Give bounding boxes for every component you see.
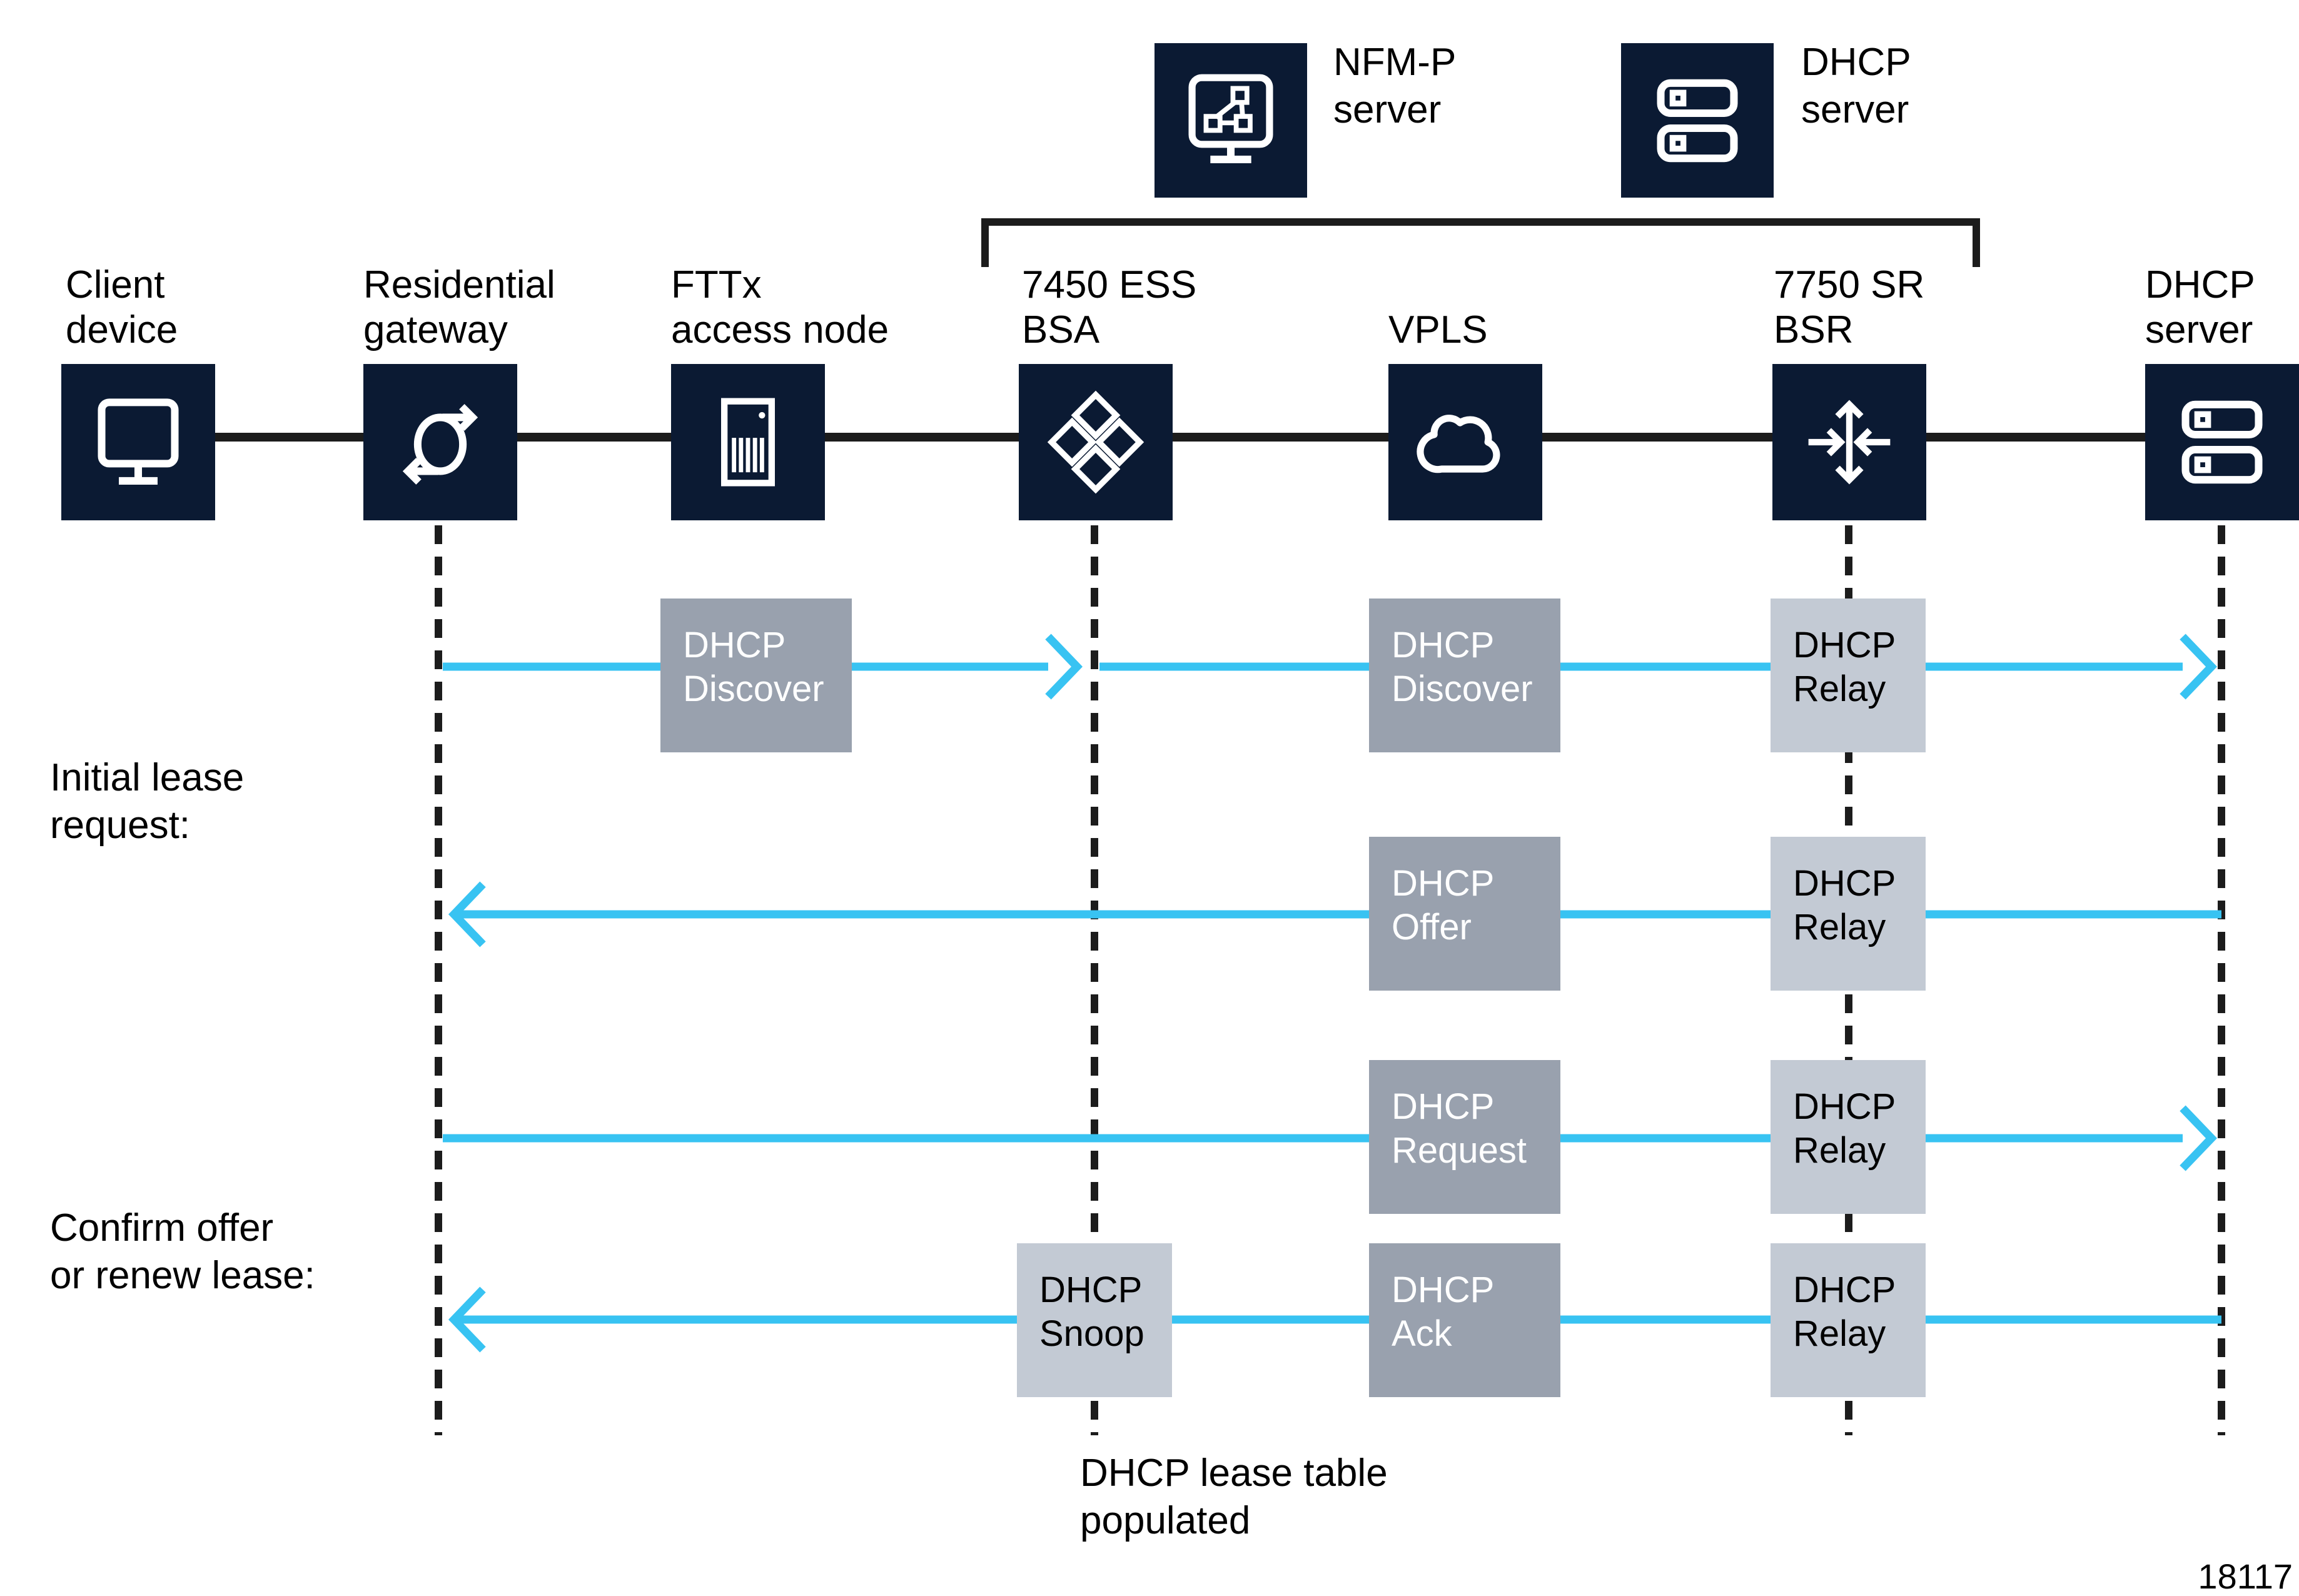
sync-arrows-icon (402, 403, 478, 485)
msg-line: DHCP (1392, 1086, 1495, 1127)
phase-confirm-offer-label: Confirm offer or renew lease: (50, 1205, 315, 1300)
bsr-label-line1: 7750 SR (1774, 263, 1925, 306)
server-stack-icon (1657, 79, 1738, 162)
lease-table-footnote: DHCP lease table populated (1080, 1450, 1388, 1545)
client-device-label: Client device (66, 263, 178, 353)
msg-line: DHCP (1392, 625, 1495, 665)
msg-line: DHCP (1392, 1270, 1495, 1310)
cabinet-icon (721, 398, 775, 487)
bsa-label: 7450 ESS BSA (1022, 263, 1196, 353)
msg-line: DHCP (1039, 1270, 1143, 1310)
phase-initial-lease-label: Initial lease request: (50, 754, 244, 849)
msg-line: Discover (1392, 669, 1533, 709)
fttx-access-node-box (671, 364, 825, 520)
dhcp-server-top-label-line1: DHCP (1801, 41, 1911, 84)
server-stack-icon (2181, 400, 2263, 484)
dhcp-server-box (2145, 364, 2299, 520)
msg-dhcp-offer: DHCP Offer (1369, 837, 1560, 991)
nfmp-server-box (1155, 43, 1307, 198)
residential-gateway-label-line1: Residential (363, 263, 555, 306)
management-domain-bracket (981, 218, 1980, 267)
bsa-label-line2: BSA (1022, 308, 1100, 351)
msg-dhcp-relay-3: DHCP Relay (1771, 1060, 1926, 1214)
bsa-box (1019, 364, 1173, 520)
node-connector-line (138, 433, 2220, 442)
arrow-dhcp-offer (448, 881, 2221, 947)
msg-line: Request (1392, 1130, 1527, 1171)
fttx-access-node-label-line2: access node (671, 308, 889, 351)
msg-line: Relay (1793, 669, 1886, 709)
arrow-dhcp-ack (448, 1286, 2221, 1353)
lease-table-footnote-line1: DHCP lease table (1080, 1452, 1388, 1495)
msg-line: Discover (683, 669, 824, 709)
dhcp-server-top-label-line2: server (1801, 88, 1909, 131)
client-device-label-line2: device (66, 308, 178, 351)
monitor-icon (98, 398, 179, 485)
msg-line: Snoop (1039, 1313, 1144, 1354)
cloud-icon (1417, 415, 1500, 473)
msg-dhcp-snoop: DHCP Snoop (1017, 1243, 1172, 1397)
vpls-label: VPLS (1388, 263, 1488, 353)
bsa-label-line1: 7450 ESS (1022, 263, 1197, 306)
residential-gateway-box (363, 364, 517, 520)
dhcp-server-label-line2: server (2145, 308, 2253, 351)
msg-line: Ack (1392, 1313, 1452, 1354)
msg-line: Relay (1793, 907, 1886, 947)
diamond-lattice-icon (1047, 390, 1144, 494)
vpls-box (1388, 364, 1542, 520)
msg-dhcp-discover-access: DHCP Discover (660, 598, 852, 752)
fttx-access-node-label-line1: FTTx (671, 263, 762, 306)
nfmp-server-label-line2: server (1333, 88, 1442, 131)
msg-dhcp-discover-core: DHCP Discover (1369, 598, 1560, 752)
nfmp-server-label-line1: NFM-P (1333, 41, 1457, 84)
dhcp-server-label-line1: DHCP (2145, 263, 2255, 306)
msg-line: DHCP (683, 625, 786, 665)
msg-line: DHCP (1392, 863, 1495, 904)
arrow-dhcp-discover-core (1099, 634, 2218, 700)
msg-line: DHCP (1793, 1270, 1896, 1310)
lease-table-footnote-line2: populated (1080, 1499, 1251, 1542)
router-arrows-icon (1808, 400, 1891, 485)
msg-line: Relay (1793, 1130, 1886, 1171)
lifeline-7450-ess-bsa (1091, 525, 1098, 1435)
lifeline-dhcp-server (2218, 525, 2225, 1435)
residential-gateway-label-line2: gateway (363, 308, 508, 351)
dhcp-server-top-box (1621, 43, 1774, 198)
msg-line: DHCP (1793, 625, 1896, 665)
msg-line: Offer (1392, 907, 1472, 947)
client-device-label-line1: Client (66, 263, 165, 306)
bsr-box (1772, 364, 1926, 520)
msg-dhcp-ack: DHCP Ack (1369, 1243, 1560, 1397)
phase-confirm-offer-line1: Confirm offer (50, 1206, 274, 1250)
vpls-label-line2: VPLS (1388, 308, 1488, 351)
msg-dhcp-relay-1: DHCP Relay (1771, 598, 1926, 752)
msg-line: DHCP (1793, 863, 1896, 904)
lifeline-residential-gateway (435, 525, 442, 1435)
dhcp-server-label: DHCP server (2145, 263, 2255, 353)
figure-number: 18117 (2198, 1557, 2293, 1596)
bsr-label-line2: BSR (1774, 308, 1854, 351)
arrow-dhcp-request (443, 1105, 2218, 1171)
phase-initial-lease-line2: request: (50, 804, 191, 847)
msg-dhcp-relay-4: DHCP Relay (1771, 1243, 1926, 1397)
monitor-topology-icon (1188, 74, 1273, 163)
msg-line: Relay (1793, 1313, 1886, 1354)
residential-gateway-label: Residential gateway (363, 263, 555, 353)
msg-line: DHCP (1793, 1086, 1896, 1127)
msg-dhcp-relay-2: DHCP Relay (1771, 837, 1926, 991)
client-device-box (61, 364, 215, 520)
phase-initial-lease-line1: Initial lease (50, 756, 245, 799)
nfmp-server-label: NFM-P server (1333, 39, 1456, 134)
dhcp-server-top-label: DHCP server (1801, 39, 1911, 134)
msg-dhcp-request: DHCP Request (1369, 1060, 1560, 1214)
fttx-access-node-label: FTTx access node (671, 263, 889, 353)
phase-confirm-offer-line2: or renew lease: (50, 1254, 315, 1297)
vpls-label-line1 (1388, 263, 1488, 308)
bsr-label: 7750 SR BSR (1774, 263, 1924, 353)
